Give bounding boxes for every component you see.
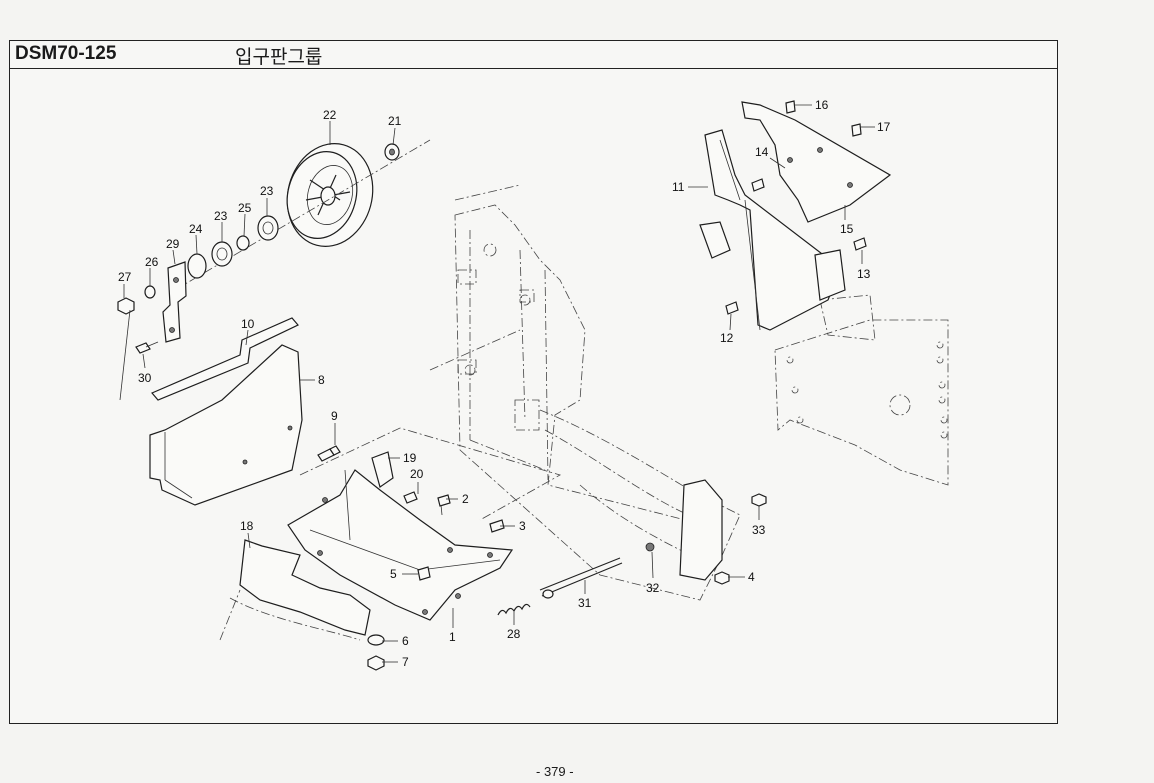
bracket: [135, 261, 187, 354]
callout-9: 9: [331, 409, 338, 423]
bolt: [317, 445, 341, 462]
group-title: 입구판그룹: [235, 46, 323, 68]
callout-5: 5: [390, 567, 397, 581]
callout-11: 11: [672, 180, 685, 194]
callout-2: 2: [462, 492, 469, 506]
callout-23b: 23: [214, 209, 228, 223]
callout-1: 1: [449, 630, 456, 644]
callout-33: 33: [752, 523, 766, 537]
bearings-and-washers: [117, 139, 431, 401]
model-code: DSM70-125: [15, 43, 117, 64]
callout-7: 7: [402, 655, 409, 669]
header-bar: DSM70-125 입구판그룹: [10, 41, 1057, 69]
callout-25: 25: [238, 201, 252, 215]
callout-19: 19: [403, 451, 417, 465]
lower-plate: [219, 539, 371, 641]
callout-28: 28: [507, 627, 521, 641]
pulley: [286, 143, 374, 247]
callout-6: 6: [402, 634, 409, 648]
callout-17: 17: [877, 120, 891, 134]
callout-8: 8: [318, 373, 325, 387]
upper-bracket-assembly: [699, 100, 892, 331]
callout-13: 13: [857, 267, 871, 281]
callout-22: 22: [323, 108, 337, 122]
callout-16: 16: [815, 98, 829, 112]
callout-21: 21: [388, 114, 402, 128]
callout-15: 15: [840, 222, 854, 236]
inlet-plate: [287, 427, 562, 621]
cover: [149, 344, 303, 506]
callout-3: 3: [519, 519, 526, 533]
callout-20: 20: [410, 467, 424, 481]
small-hardware: [367, 491, 505, 671]
callout-14: 14: [755, 145, 769, 159]
callout-29: 29: [166, 237, 180, 251]
callout-4: 4: [748, 570, 755, 584]
callout-30: 30: [138, 371, 152, 385]
callout-23a: 23: [260, 184, 274, 198]
callout-26: 26: [145, 255, 159, 269]
right-side-panel-outline: [774, 294, 949, 486]
callout-12: 12: [720, 331, 734, 345]
callout-24: 24: [189, 222, 203, 236]
right-hardware: [645, 479, 767, 585]
callout-31: 31: [578, 596, 592, 610]
callout-18: 18: [240, 519, 254, 533]
callout-27: 27: [118, 270, 132, 284]
rod: [151, 317, 299, 401]
page-number: - 379 -: [536, 764, 574, 779]
callout-labels: 1 2 3 4 5 6 7 8 9 10 11 12 13: [118, 98, 891, 669]
spring-and-rod: [497, 557, 623, 616]
callout-10: 10: [241, 317, 255, 331]
callout-32: 32: [646, 581, 660, 595]
